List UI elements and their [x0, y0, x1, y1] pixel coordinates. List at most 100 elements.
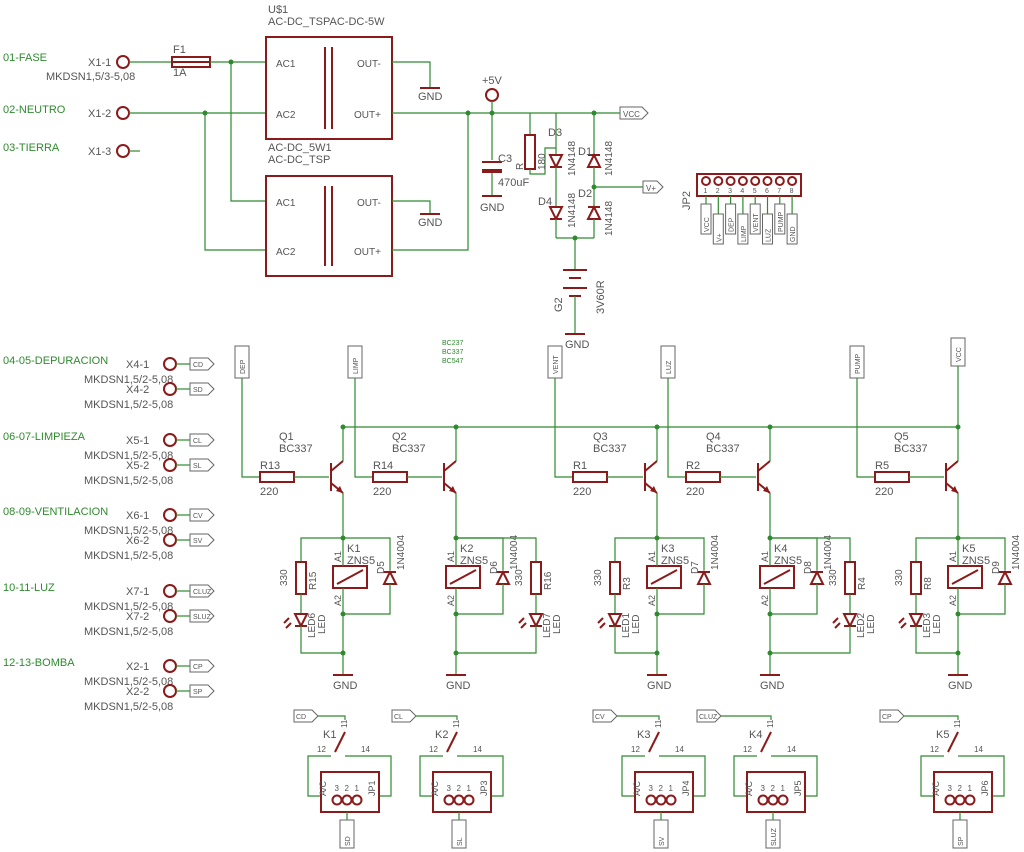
gnd-label: GND: [760, 680, 785, 692]
jp2-pin-1: [701, 176, 711, 186]
svg-text:GND: GND: [480, 202, 505, 214]
connector-pin-label: X4-1: [126, 359, 149, 371]
x1-1-terminal: [116, 55, 130, 69]
header-pin: [443, 794, 455, 806]
header-name: JP5: [793, 780, 803, 796]
connector-net-label: CL: [193, 438, 202, 445]
svg-text:1N4148: 1N4148: [567, 141, 578, 176]
contact-relay-name: K3: [637, 729, 650, 741]
relay-pin-a1: A1: [647, 551, 657, 562]
flyback-diode-name: D8: [803, 561, 814, 574]
led-name: LED1: [621, 613, 632, 638]
contact-pin-12: 12: [429, 745, 438, 754]
jp2-net-label: VENT: [753, 213, 760, 232]
led: [908, 613, 924, 629]
jp2-pin-7: [774, 176, 785, 186]
jp2-pin-5: [750, 176, 761, 186]
jp2-pin-8: [787, 176, 798, 186]
connector-net-tag: [189, 433, 215, 447]
p5v-symbol: [485, 88, 499, 102]
contact-relay-name: K2: [435, 729, 448, 741]
svg-text:V+: V+: [646, 184, 656, 193]
label-depuracion: 04-05-DEPURACION: [3, 355, 108, 367]
fuse-name: F1: [173, 44, 186, 56]
connector-net-label: SL: [193, 463, 202, 470]
channel-net-label: PUMP: [855, 353, 862, 374]
transistor-name: Q3: [593, 431, 608, 443]
diode-d2: [586, 204, 602, 220]
relay-contact: [760, 731, 772, 753]
contact-net-label: CP: [882, 714, 892, 721]
connector-net-tag: [189, 458, 215, 472]
jp2-net-tag: [737, 213, 749, 245]
gnd-label: GND: [647, 680, 672, 692]
svg-text:1N4148: 1N4148: [604, 141, 615, 176]
flyback-diode-type: 1N4004: [509, 535, 520, 570]
jp2-pin-number: 6: [765, 188, 769, 195]
contact-pin-14: 14: [787, 745, 796, 754]
base-resistor-value: 220: [875, 486, 893, 498]
header-pin-number: 3: [761, 784, 766, 793]
svg-text:+5V: +5V: [482, 75, 503, 87]
svg-text:GND: GND: [565, 339, 590, 351]
label-fase: 01-FASE: [3, 52, 47, 64]
connector-net-label: SLUZ: [193, 614, 212, 621]
base-resistor-name: R1: [573, 460, 587, 472]
connector-net-label: CP: [193, 664, 203, 671]
vcc-net-tag: [619, 106, 649, 120]
header-pin: [954, 794, 966, 806]
contact-pin-12: 12: [631, 745, 640, 754]
output-header: [320, 771, 380, 813]
led-resistor-name: R4: [857, 577, 868, 590]
header-pin-number: 3: [447, 784, 452, 793]
jp2-pin-3: [725, 176, 736, 186]
relay-coil: [646, 565, 682, 589]
connector-part-label: MKDSN1,5/2-5,08: [84, 701, 173, 713]
header-pin-number: 3: [948, 784, 953, 793]
relay-name: K5: [962, 543, 975, 555]
label-neutro: 02-NEUTRO: [3, 104, 66, 116]
header-pin-number: 3: [649, 784, 654, 793]
connector-part-label: MKDSN1,5/2-5,08: [84, 374, 173, 386]
connector-part-label: MKDSN1,5/2-5,08: [84, 525, 173, 537]
jp2-net-tag: [749, 203, 761, 235]
header-name: JP4: [681, 780, 691, 796]
label-limpieza: 06-07-LIMPIEZA: [3, 431, 86, 443]
svg-text:GND: GND: [418, 91, 443, 103]
connector-net-tag: [189, 584, 215, 598]
header-pin-number: 1: [355, 784, 360, 793]
led-resistor: [530, 561, 542, 595]
header-pin: [331, 794, 343, 806]
u2-name: AC-DC_5W1: [268, 142, 332, 154]
contact-pin-14: 14: [974, 745, 983, 754]
fuse-value: 1A: [173, 67, 187, 79]
connector-part-label: MKDSN1,5/2-5,08: [84, 601, 173, 613]
led-value: LED: [866, 615, 877, 634]
relay-type: ZNS5: [460, 555, 488, 567]
header-pin-number: 1: [669, 784, 674, 793]
svg-text:OUT+: OUT+: [354, 247, 381, 258]
led-value: LED: [552, 615, 563, 634]
output-net-label: SP: [958, 836, 965, 846]
led-resistor-name: R8: [923, 577, 934, 590]
contact-pin-12: 12: [743, 745, 752, 754]
label-ventilacion: 08-09-VENTILACION: [3, 506, 108, 518]
led-name: LED7: [542, 613, 553, 638]
connector-net-tag: [189, 609, 215, 623]
contact-pin-12: 12: [930, 745, 939, 754]
relay-pin-a2: A2: [760, 595, 770, 606]
header-pin: [453, 794, 465, 806]
contact-net-tag: [696, 709, 722, 723]
vcc-bus-label: VCC: [956, 347, 963, 362]
relay-pin-a1: A1: [333, 551, 343, 562]
svg-text:VCC: VCC: [623, 110, 640, 119]
connector-net-label: CLUZ: [193, 589, 212, 596]
relay-coil: [947, 565, 983, 589]
contact-net-label: CV: [595, 714, 605, 721]
base-resistor: [372, 471, 408, 483]
connector-net-tag: [189, 533, 215, 547]
output-net-tag: [765, 819, 781, 849]
jp2-pin-number: 8: [790, 188, 794, 195]
output-header: [634, 771, 694, 813]
jp2-pin-4: [737, 176, 748, 186]
